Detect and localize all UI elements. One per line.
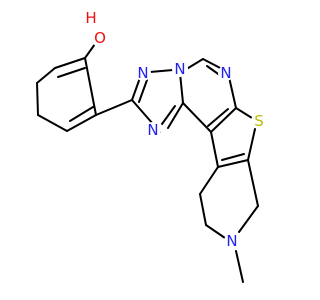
bond [179,72,184,104]
bond [199,193,207,226]
bond [207,108,229,127]
bond [69,106,94,122]
hydroxyl-hydrogen: H [83,9,99,27]
bond [66,114,97,132]
bond [161,105,176,125]
thiophene-s: S [251,112,267,130]
bond [210,107,237,133]
atom-n: N [220,64,231,82]
triazole-n2: N [172,60,188,78]
piperidine-n: N [224,232,240,250]
bond [182,102,212,133]
bond [84,43,96,59]
bond [247,159,259,207]
bond [247,128,256,161]
bond [54,57,86,69]
atom-n: N [174,60,185,78]
bond [95,99,133,116]
bond [138,79,148,103]
bond [228,76,237,109]
bond [84,57,97,116]
bond [235,107,253,119]
atom-n: N [147,121,158,139]
bond [36,82,39,116]
bond [235,250,244,283]
hydroxyl-oxygen: O [91,29,109,47]
atom-n: N [226,232,237,250]
bond [210,131,219,168]
bond [205,224,226,239]
bond [199,166,219,195]
triazole-n1: N [135,64,151,82]
bond [36,67,56,84]
bond [57,67,86,78]
bond [221,153,245,161]
bond-layer [36,43,259,283]
atom-o: O [94,29,106,47]
triazole-n3: N [145,121,161,139]
atom-n: N [137,64,148,82]
molecule-structure: O H N N N N S N [36,9,267,283]
bond [217,159,249,168]
bond [238,205,259,233]
bond [167,102,184,129]
bond [37,114,68,132]
pyrimidine-n: N [218,64,234,82]
atom-s: S [254,112,264,130]
atom-h: H [85,9,96,27]
bond [149,69,174,73]
atom-label-layer: O H N N N N S N [83,9,267,250]
